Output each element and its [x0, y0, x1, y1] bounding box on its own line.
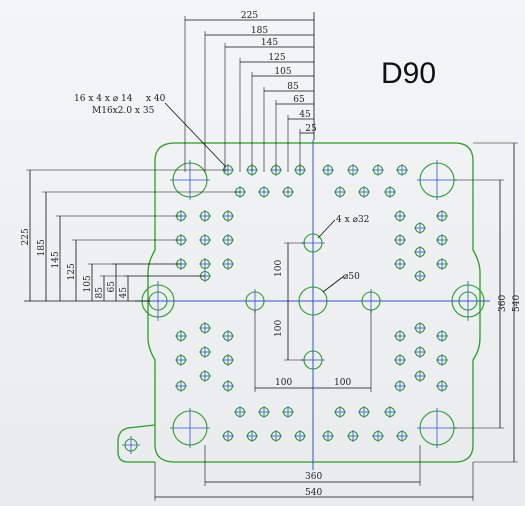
top-dim-label-3: 125: [268, 53, 285, 63]
left-dim-label-2: 145: [51, 251, 61, 268]
left-dim-label-7: 45: [119, 287, 129, 299]
dim-horizontal-100-right: 100: [334, 378, 351, 388]
left-dim-label-1: 185: [37, 239, 47, 256]
dim-bottom-360: 360: [305, 472, 322, 482]
top-dim-label-1: 185: [251, 26, 268, 36]
plate-outline: [147, 142, 481, 463]
top-dim-label-2: 145: [261, 38, 278, 48]
top-dim-label-7: 45: [299, 110, 311, 120]
dim-bottom-540: 540: [305, 488, 322, 498]
thread-note-line-3: M16x2.0 x 35: [92, 106, 155, 116]
plate-ear: [117, 424, 156, 463]
top-dim-label-5: 85: [287, 82, 299, 92]
dim-horizontal-100-left: 100: [275, 378, 292, 388]
thread-note-line-1: 16 x 4 x ⌀ 14: [74, 94, 133, 104]
left-dim-label-5: 85: [95, 287, 105, 299]
left-dim-label-3: 125: [67, 263, 77, 280]
dim-vertical-100-bottom: 100: [274, 320, 284, 337]
thread-note-line-2: x 40: [146, 94, 166, 104]
left-dim-label-6: 65: [107, 281, 117, 293]
left-dim-label-0: 225: [21, 228, 31, 245]
thread-note-leader: [164, 102, 227, 168]
center-note-label: ⌀50: [343, 272, 360, 282]
dim-right-540: 540: [512, 295, 522, 312]
top-dim-label-4: 105: [274, 67, 291, 77]
left-dim-label-4: 105: [83, 275, 93, 292]
center-note-leader: [322, 275, 345, 293]
dim-vertical-100-top: 100: [274, 260, 284, 277]
dim-right-360: 360: [498, 295, 508, 312]
hole-note-leader: [317, 219, 336, 239]
top-dim-label-8: 25: [305, 124, 317, 134]
hole-note-label: 4 x ⌀32: [336, 215, 369, 225]
model-title: D90: [381, 57, 437, 90]
top-dim-label-6: 65: [293, 95, 305, 105]
top-dim-label-0: 225: [241, 11, 258, 21]
